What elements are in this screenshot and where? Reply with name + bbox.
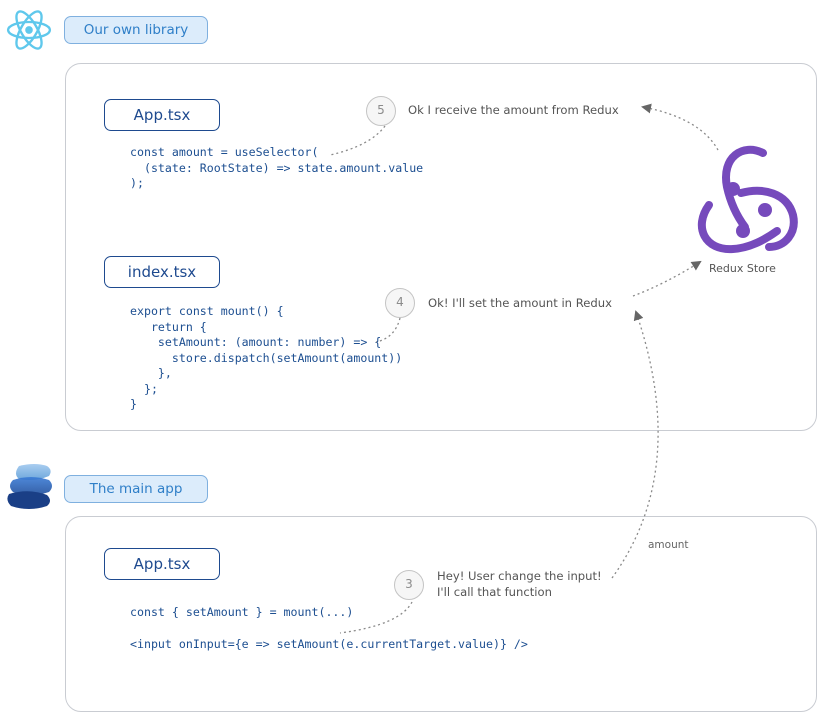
arrow-step5-to-code — [329, 125, 386, 156]
step-3-badge: 3 — [394, 570, 424, 600]
step-5-badge: 5 — [366, 96, 396, 126]
main-app-file-label: App.tsx — [104, 548, 220, 580]
step-4-badge: 4 — [385, 288, 415, 318]
library-section-label: Our own library — [64, 16, 208, 44]
step-3-text: Hey! User change the input! I'll call th… — [437, 569, 602, 599]
redux-store-label: Redux Store — [709, 262, 776, 275]
step-4-text: Ok! I'll set the amount in Redux — [428, 296, 612, 310]
library-index-file-label: index.tsx — [104, 256, 220, 288]
main-app-section-label: The main app — [64, 475, 208, 503]
library-app-code: const amount = useSelector( (state: Root… — [130, 145, 424, 190]
react-logo-icon — [6, 10, 52, 50]
arrow-amount-to-step4 — [611, 310, 659, 579]
main-app-code-line-2: <input onInput={e => setAmount(e.current… — [130, 637, 528, 651]
arrow-step4-to-code — [375, 317, 401, 343]
arrow-step4-to-redux — [632, 260, 702, 297]
amount-arrow-label: amount — [648, 539, 689, 551]
arrow-step3-to-code — [339, 601, 413, 634]
library-app-file-label: App.tsx — [104, 99, 220, 131]
library-index-code: export const mount() { return { setAmoun… — [130, 304, 403, 411]
redux-logo-icon — [697, 145, 798, 254]
stack-logo-icon — [7, 464, 52, 509]
main-app-code-line-1: const { setAmount } = mount(...) — [130, 605, 354, 619]
step-5-text: Ok I receive the amount from Redux — [408, 103, 619, 117]
arrow-redux-to-step5 — [641, 103, 719, 151]
